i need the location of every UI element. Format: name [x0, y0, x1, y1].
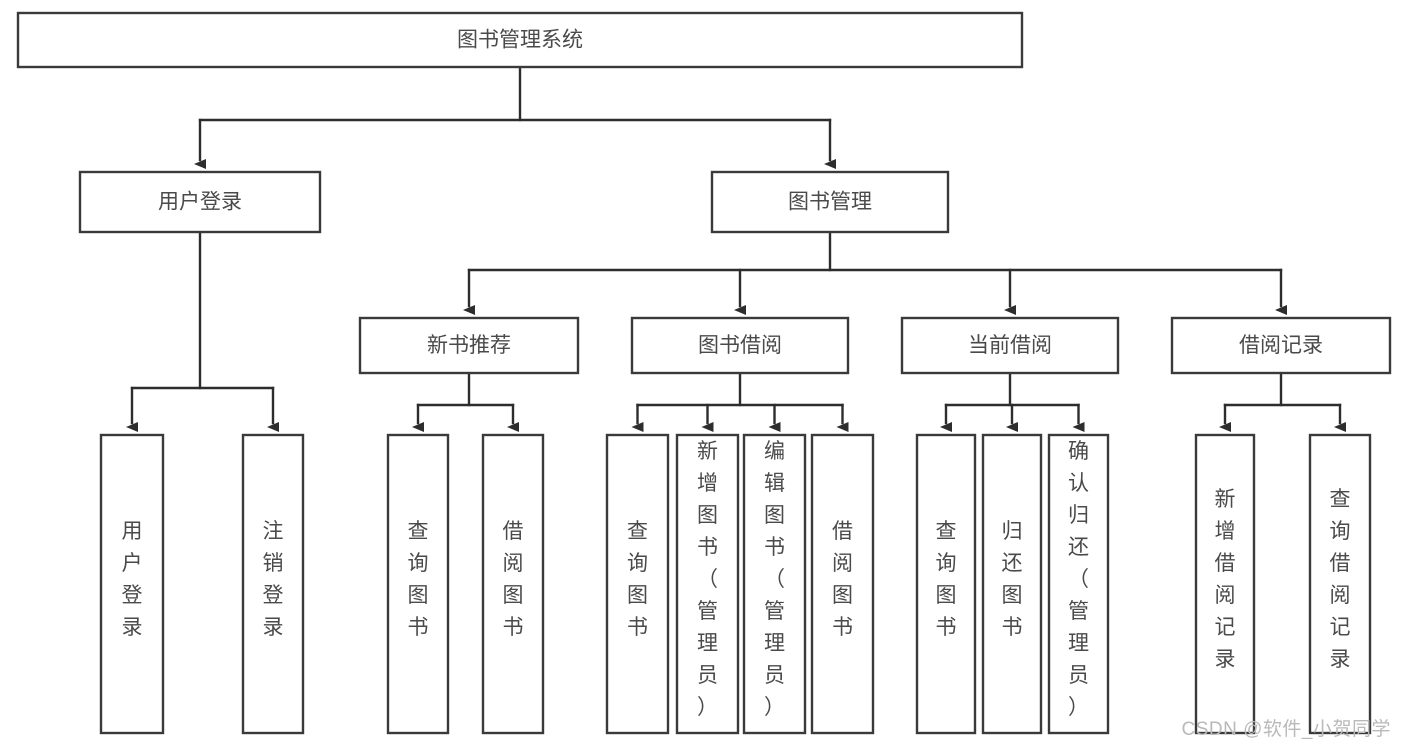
node-boxes: 图书管理系统用户登录图书管理新书推荐图书借阅当前借阅借阅记录用户登录注销登录查询…: [16, 11, 1392, 735]
node-leaf-return-book[interactable]: 归还图书: [981, 433, 1043, 735]
node-label: 用户登录: [158, 191, 242, 214]
node-label: 新增图书（管理员）: [697, 440, 718, 719]
node-new-book-recommend[interactable]: 新书推荐: [358, 316, 580, 375]
node-label: 注销登录: [263, 520, 284, 639]
node-box[interactable]: [1308, 433, 1372, 735]
node-leaf-query-borrow-record[interactable]: 查询借阅记录: [1308, 433, 1372, 735]
node-box[interactable]: [1170, 316, 1392, 375]
node-label: 新书推荐: [427, 334, 511, 357]
node-leaf-user-logout[interactable]: 注销登录: [241, 433, 305, 735]
node-box[interactable]: [981, 433, 1043, 735]
node-current-borrow[interactable]: 当前借阅: [900, 316, 1120, 375]
node-box[interactable]: [99, 433, 165, 735]
node-book-management[interactable]: 图书管理: [710, 170, 950, 234]
node-leaf-query-book-1[interactable]: 查询图书: [386, 433, 450, 735]
node-root-system[interactable]: 图书管理系统: [16, 11, 1024, 69]
node-box[interactable]: [810, 433, 875, 735]
node-box[interactable]: [481, 433, 545, 735]
node-label: 查询图书: [936, 520, 957, 639]
node-label: 查询借阅记录: [1330, 488, 1351, 671]
node-leaf-confirm-return[interactable]: 确认归还（管理员）: [1047, 433, 1110, 735]
node-box[interactable]: [630, 316, 850, 375]
node-label: 新增借阅记录: [1215, 488, 1236, 671]
node-label: 图书管理系统: [457, 29, 583, 52]
node-leaf-edit-book[interactable]: 编辑图书（管理员）: [742, 433, 807, 735]
node-label: 借阅图书: [503, 520, 524, 639]
node-borrow-record[interactable]: 借阅记录: [1170, 316, 1392, 375]
node-book-borrow[interactable]: 图书借阅: [630, 316, 850, 375]
node-box[interactable]: [16, 11, 1024, 69]
node-label: 借阅记录: [1239, 334, 1323, 357]
node-leaf-add-book[interactable]: 新增图书（管理员）: [675, 433, 740, 735]
node-box[interactable]: [1047, 433, 1110, 735]
node-box[interactable]: [605, 433, 670, 735]
node-leaf-query-book-3[interactable]: 查询图书: [915, 433, 977, 735]
node-box[interactable]: [1194, 433, 1256, 735]
node-box[interactable]: [915, 433, 977, 735]
node-label: 查询图书: [627, 520, 648, 639]
connector-lines: [126, 65, 1346, 432]
node-label: 图书管理: [788, 191, 872, 214]
node-box[interactable]: [675, 433, 740, 735]
node-label: 归还图书: [1002, 520, 1023, 639]
node-label: 图书借阅: [698, 334, 782, 357]
node-label: 确认归还（管理员）: [1068, 440, 1089, 719]
node-label: 查询图书: [408, 520, 429, 639]
node-leaf-user-login[interactable]: 用户登录: [99, 433, 165, 735]
node-box[interactable]: [241, 433, 305, 735]
node-box[interactable]: [358, 316, 580, 375]
node-box[interactable]: [900, 316, 1120, 375]
node-box[interactable]: [386, 433, 450, 735]
node-box[interactable]: [710, 170, 950, 234]
node-user-login[interactable]: 用户登录: [78, 170, 322, 234]
node-label: 编辑图书（管理员）: [764, 440, 785, 719]
node-leaf-query-book-2[interactable]: 查询图书: [605, 433, 670, 735]
node-label: 当前借阅: [968, 334, 1052, 357]
node-box[interactable]: [78, 170, 322, 234]
node-label: 用户登录: [122, 520, 143, 639]
node-label: 借阅图书: [832, 520, 853, 639]
node-leaf-add-borrow-record[interactable]: 新增借阅记录: [1194, 433, 1256, 735]
node-box[interactable]: [742, 433, 807, 735]
node-leaf-borrow-book-1[interactable]: 借阅图书: [481, 433, 545, 735]
node-leaf-borrow-book-2[interactable]: 借阅图书: [810, 433, 875, 735]
